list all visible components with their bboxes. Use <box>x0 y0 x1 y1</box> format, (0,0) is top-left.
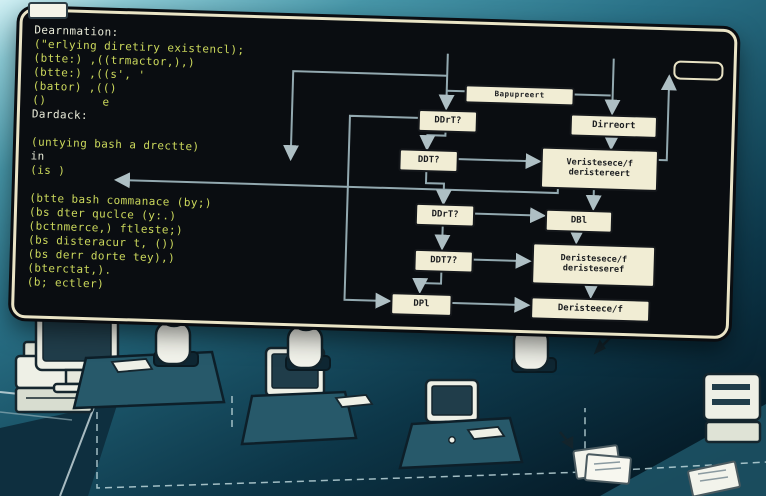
desk-1 <box>72 350 226 410</box>
keyboard-1-icon <box>110 358 154 373</box>
flow-box-decision-4: DDT7? <box>413 248 475 274</box>
flow-box-deristesece: Deristesece/f deristeseref <box>531 242 657 288</box>
arrow-doodle-2 <box>559 431 574 450</box>
flow-box-decision-3: DDrT? <box>414 202 476 228</box>
flow-box-dbl: DBl <box>544 208 614 234</box>
flow-box-dirreort: Dirreort <box>569 113 659 139</box>
papers-icon <box>572 444 632 485</box>
drawer-unit-icon <box>702 372 762 444</box>
flow-box-line: deristereert <box>568 167 631 180</box>
keyboard-2-icon <box>334 394 374 408</box>
arrow-doodle-1 <box>593 335 613 355</box>
desk-3 <box>398 416 524 470</box>
terminal-screen: Dearnmation: ("erlying diretiry existenc… <box>10 8 738 340</box>
desk-2 <box>240 390 358 446</box>
flow-box-decision-2: DDT? <box>398 148 459 174</box>
papers-icon-2 <box>687 460 741 496</box>
flow-box-line: deristeseref <box>562 263 625 276</box>
code-listing: Dearnmation: ("erlying diretiry existenc… <box>27 23 245 295</box>
flow-box-deristeece: Deristeece/f <box>529 296 651 323</box>
flow-box-top: Bapupreert <box>464 84 575 107</box>
flow-box-decision-1: DDrT? <box>417 108 479 134</box>
flow-box-dpl: DPl <box>390 292 453 317</box>
mouse-icon <box>448 436 456 444</box>
window-chip <box>28 2 68 19</box>
flow-box-veristesece: Veristesece/f deristereert <box>539 146 660 193</box>
keyboard-3-icon <box>466 426 506 440</box>
